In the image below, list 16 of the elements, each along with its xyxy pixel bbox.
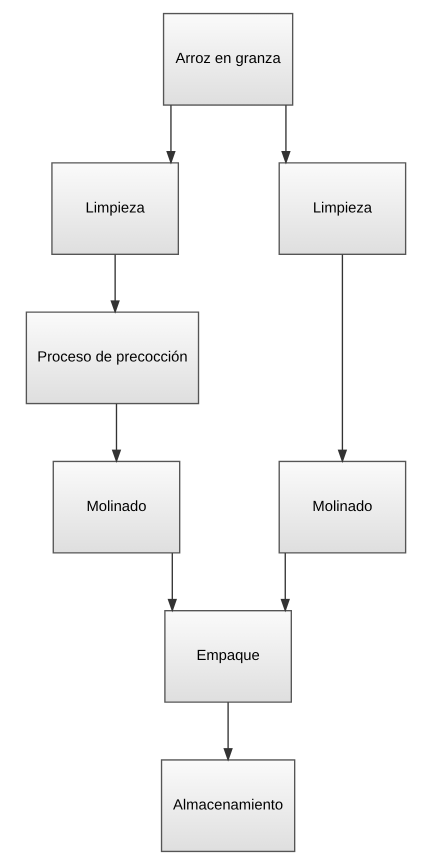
- node-box: Empaque: [164, 610, 292, 703]
- node-box: Almacenamiento: [160, 759, 295, 852]
- arrow: [110, 254, 120, 314]
- arrow: [222, 702, 232, 762]
- node-box: Arroz en granza: [162, 12, 293, 106]
- node-box: Proceso de precocción: [25, 311, 199, 404]
- arrow: [166, 105, 176, 164]
- arrow: [280, 105, 290, 164]
- node-box: Limpieza: [278, 162, 406, 255]
- arrow: [167, 553, 176, 612]
- node-box: Molinado: [52, 460, 180, 554]
- arrow: [337, 254, 347, 464]
- node-box: Molinado: [278, 460, 406, 554]
- node-box: Limpieza: [50, 162, 179, 255]
- arrow: [111, 404, 121, 464]
- arrow: [280, 553, 290, 612]
